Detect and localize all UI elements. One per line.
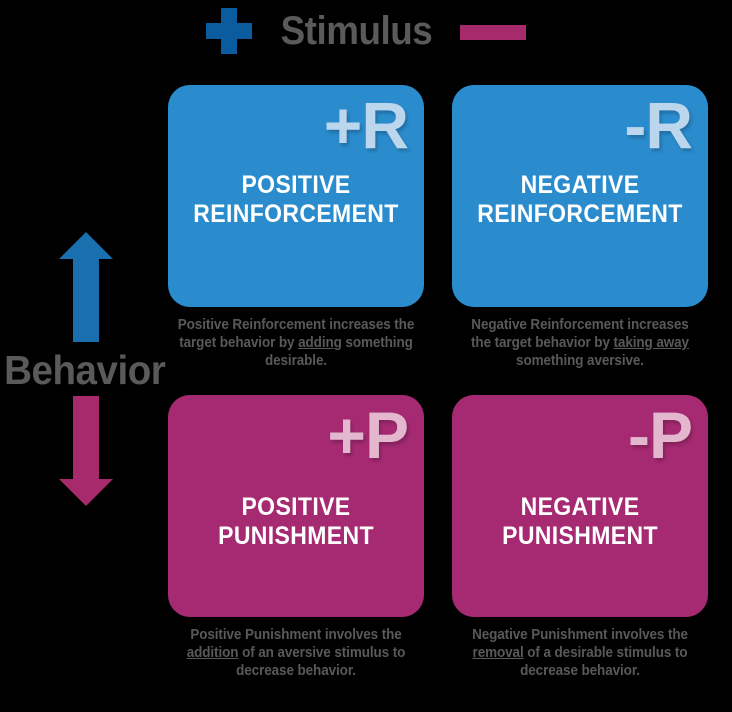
quadrant-negative-reinforcement[interactable]: -R NEGATIVE REINFORCEMENT Negative Reinf… <box>452 85 708 370</box>
caption-post: of a desirable stimulus to decrease beha… <box>520 645 688 679</box>
quadrant-code: -P <box>628 398 693 472</box>
caption-pre: Negative Punishment involves the <box>472 627 688 643</box>
caption-pre: Negative Reinforcement increases the tar… <box>471 317 689 351</box>
quadrant-title: NEGATIVE PUNISHMENT <box>462 493 698 551</box>
quadrant-code: +P <box>327 398 409 472</box>
caption-underlined: addition <box>186 645 239 661</box>
quadrant-box[interactable]: -R NEGATIVE REINFORCEMENT <box>452 85 708 307</box>
quadrant-title-line-1: POSITIVE <box>241 171 351 199</box>
quadrant-title-line-2: PUNISHMENT <box>502 522 658 550</box>
caption-underlined: removal <box>472 645 524 661</box>
caption-post: something desirable. <box>264 335 413 369</box>
header: Stimulus <box>0 0 732 62</box>
quadrant-caption: Negative Punishment involves the removal… <box>461 626 699 680</box>
caption-underlined: adding <box>298 335 342 351</box>
quadrant-code: +R <box>323 88 409 162</box>
quadrant-negative-punishment[interactable]: -P NEGATIVE PUNISHMENT Negative Punishme… <box>452 395 708 680</box>
quadrant-caption: Positive Punishment involves the additio… <box>177 626 415 680</box>
quadrant-box[interactable]: +R POSITIVE REINFORCEMENT <box>168 85 424 307</box>
quadrant-title-line-1: NEGATIVE <box>520 493 640 521</box>
minus-sign-icon <box>460 24 527 40</box>
quadrant-code: -R <box>624 88 693 162</box>
quadrant-box[interactable]: -P NEGATIVE PUNISHMENT <box>452 395 708 617</box>
quadrant-title: POSITIVE PUNISHMENT <box>178 493 414 551</box>
plus-sign-icon <box>205 8 252 54</box>
quadrant-title: NEGATIVE REINFORCEMENT <box>462 171 698 229</box>
arrow-down-icon <box>59 396 113 506</box>
quadrant-positive-reinforcement[interactable]: +R POSITIVE REINFORCEMENT Positive Reinf… <box>168 85 424 370</box>
quadrant-title: POSITIVE REINFORCEMENT <box>178 171 414 229</box>
behavior-axis: Behavior <box>0 232 170 544</box>
quadrant-title-line-1: NEGATIVE <box>520 171 640 199</box>
caption-pre: Positive Reinforcement increases the tar… <box>177 317 415 351</box>
quadrant-grid: +R POSITIVE REINFORCEMENT Positive Reinf… <box>168 85 708 679</box>
quadrant-title-line-2: REINFORCEMENT <box>477 200 683 228</box>
caption-post: of an aversive stimulus to decrease beha… <box>236 645 406 679</box>
quadrant-box[interactable]: +P POSITIVE PUNISHMENT <box>168 395 424 617</box>
arrow-up-icon <box>59 232 113 342</box>
caption-post: something aversive. <box>516 353 644 369</box>
quadrant-title-line-1: POSITIVE <box>241 493 351 521</box>
caption-underlined: taking away <box>613 335 690 351</box>
stimulus-axis-label: Stimulus <box>280 9 432 53</box>
quadrant-title-line-2: PUNISHMENT <box>218 522 374 550</box>
quadrant-caption: Positive Reinforcement increases the tar… <box>177 316 415 370</box>
behavior-axis-label: Behavior <box>4 347 166 393</box>
quadrant-title-line-2: REINFORCEMENT <box>193 200 399 228</box>
quadrant-positive-punishment[interactable]: +P POSITIVE PUNISHMENT Positive Punishme… <box>168 395 424 680</box>
caption-pre: Positive Punishment involves the <box>190 627 402 643</box>
quadrant-caption: Negative Reinforcement increases the tar… <box>461 316 699 370</box>
